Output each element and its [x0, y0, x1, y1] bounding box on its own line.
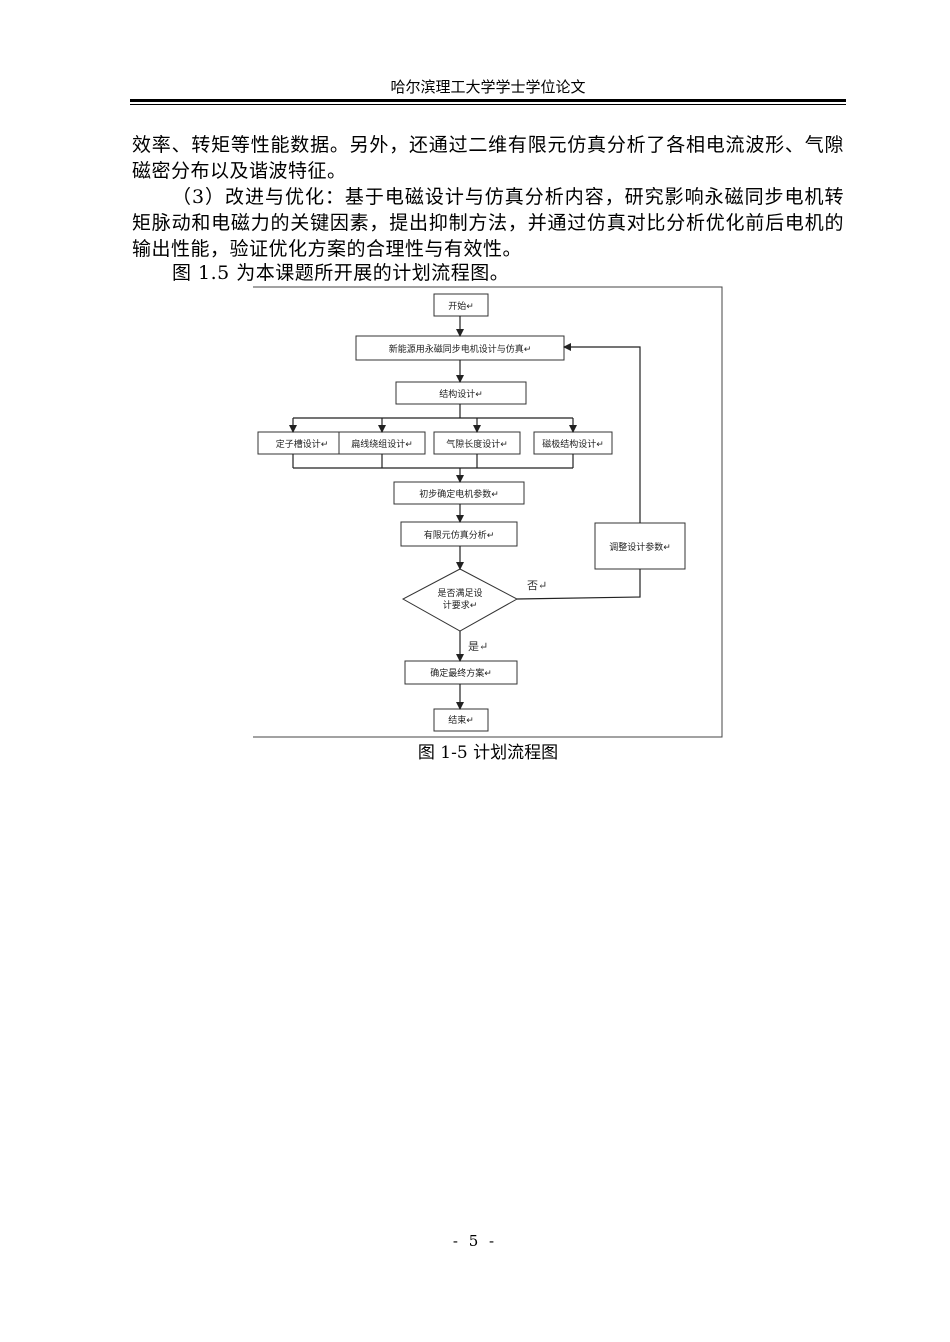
- header-rule-thick: [130, 99, 846, 102]
- magnet-label: 磁极结构设计↵: [542, 438, 604, 450]
- no-branch-line: [516, 569, 641, 600]
- adjust-label: 调整设计参数↵: [609, 541, 671, 553]
- air-gap-label: 气隙长度设计↵: [446, 438, 508, 450]
- paragraph-2: （3）改进与优化：基于电磁设计与仿真分析内容，研究影响永磁同步电机转矩脉动和电磁…: [132, 186, 844, 260]
- flowchart-figure: 开始↵ 新能源用永磁同步电机设计与仿真↵ 结构设计↵ 定子槽设计↵ 扁线绕组设计…: [253, 286, 723, 738]
- stator-slot-label: 定子槽设计↵: [276, 438, 329, 450]
- flowchart-svg: 开始↵ 新能源用永磁同步电机设计与仿真↵ 结构设计↵ 定子槽设计↵ 扁线绕组设计…: [253, 286, 723, 738]
- paragraph-1: 效率、转矩等性能数据。另外，还通过二维有限元仿真分析了各相电流波形、气隙磁密分布…: [132, 134, 844, 182]
- end-label: 结束↵: [448, 714, 474, 726]
- decision-label-line2: 计要求↵: [443, 599, 478, 611]
- final-plan-label: 确定最终方案↵: [430, 667, 492, 679]
- main-design-box: [355, 335, 565, 361]
- decision-label-line1: 是否满足设: [437, 588, 482, 599]
- decision-diamond: [401, 568, 519, 632]
- structure-label: 结构设计↵: [439, 388, 483, 400]
- initial-params-label: 初步确定电机参数↵: [419, 488, 499, 500]
- figure-frame: [253, 286, 723, 738]
- header-rule-thin: [130, 104, 846, 105]
- flat-winding-label: 扁线绕组设计↵: [351, 438, 413, 450]
- no-label: 否↵: [527, 579, 547, 592]
- fea-label: 有限元仿真分析↵: [424, 529, 495, 541]
- start-box: [433, 293, 489, 317]
- running-header: 哈尔滨理工大学学士学位论文: [390, 78, 586, 96]
- adjust-box: [594, 522, 686, 570]
- start-label: 开始↵: [448, 300, 474, 312]
- main-design-label: 新能源用永磁同步电机设计与仿真↵: [389, 343, 532, 355]
- feedback-arrow: [563, 343, 641, 523]
- page-number: - 5 -: [452, 1232, 498, 1250]
- paragraph-3: 图 1.5 为本课题所开展的计划流程图。: [172, 262, 510, 284]
- figure-caption: 图 1-5 计划流程图: [417, 743, 559, 763]
- yes-label: 是↵: [468, 640, 488, 653]
